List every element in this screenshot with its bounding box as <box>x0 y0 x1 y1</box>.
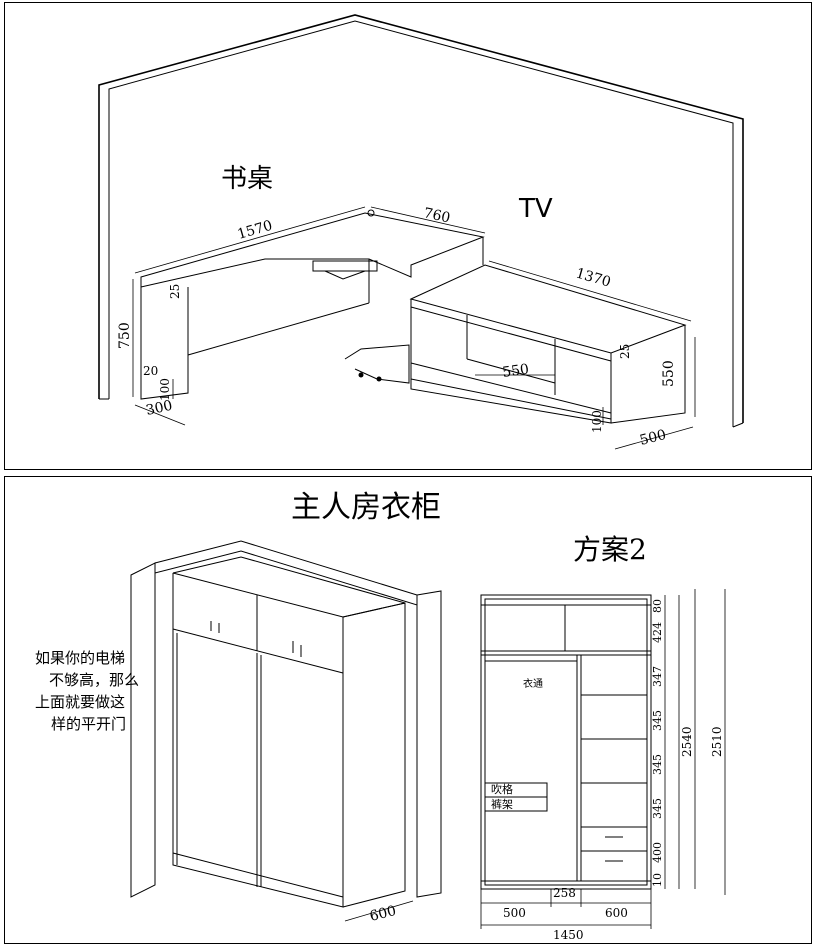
wardrobe-drawing-panel: 主人房衣柜 方案2 如果你的电梯 不够高，那么 上面就要做这 样的平开门 <box>4 476 812 944</box>
elevator-note: 如果你的电梯 不够高，那么 上面就要做这 样的平开门 <box>35 649 139 733</box>
dim-desk-top-thickness: 25 <box>168 284 182 299</box>
note-line-2: 不够高，那么 <box>49 671 139 689</box>
dim-total-1450: 1450 <box>553 928 584 942</box>
label-drawer-top: 吹格 <box>491 782 513 796</box>
dim-tv-depth: 500 <box>638 427 668 449</box>
tv-cabinet <box>409 237 687 424</box>
tv-label: TV <box>518 194 553 224</box>
dim-desk-height: 750 <box>117 322 133 349</box>
note-line-3: 上面就要做这 <box>35 693 125 711</box>
desk <box>140 209 485 400</box>
wardrobe-elevation: 衣通 吹格 裤架 80 424 347 345 345 345 400 10 2… <box>480 589 726 942</box>
note-line-1: 如果你的电梯 <box>35 649 125 667</box>
dim-inner-2540: 2540 <box>680 726 694 757</box>
label-hanging: 衣通 <box>523 677 543 690</box>
dim-row-345b: 345 <box>651 754 664 775</box>
dim-foot-100: 100 <box>158 378 172 401</box>
room-walls <box>98 14 744 428</box>
dim-row-345a: 345 <box>651 710 664 731</box>
dim-row-347: 347 <box>651 666 664 687</box>
desk-tv-drawing-panel: 书桌 TV 1570 760 1370 750 25 20 100 300 55… <box>4 2 812 470</box>
dim-tv-height: 550 <box>661 360 677 387</box>
dim-tv-base: 100 <box>590 410 604 433</box>
dimension-lines <box>132 206 696 450</box>
dim-desk-length: 1570 <box>236 218 275 243</box>
dim-depth: 600 <box>368 903 398 925</box>
dim-foot-20: 20 <box>143 364 158 378</box>
dim-row-345c: 345 <box>651 798 664 819</box>
wardrobe-drawing: 主人房衣柜 方案2 如果你的电梯 不够高，那么 上面就要做这 样的平开门 <box>35 490 726 942</box>
dim-desk-depth: 300 <box>145 398 174 419</box>
dim-outer-2510: 2510 <box>710 726 724 757</box>
dim-tv-top-thickness: 25 <box>618 344 632 359</box>
wardrobe-title: 主人房衣柜 <box>291 490 441 525</box>
desk-label: 书桌 <box>221 164 273 194</box>
label-shelf: 裤架 <box>491 797 513 811</box>
plan-label: 方案2 <box>573 533 647 566</box>
dim-row-400: 400 <box>651 842 664 863</box>
dim-tv-length: 1370 <box>574 265 613 290</box>
dim-shelf-width: 550 <box>501 361 530 381</box>
dim-base-10: 10 <box>651 873 664 887</box>
desk-tv-drawing: 书桌 TV 1570 760 1370 750 25 20 100 300 55… <box>98 14 744 450</box>
note-line-4: 样的平开门 <box>51 715 126 733</box>
dim-desk-return: 760 <box>422 205 451 226</box>
dim-top-80: 80 <box>651 599 664 613</box>
dim-width-258: 258 <box>553 886 576 900</box>
wardrobe-3d-view: 600 <box>130 540 442 925</box>
dim-width-600: 600 <box>605 906 628 920</box>
dim-top-424: 424 <box>651 622 664 643</box>
dim-width-500: 500 <box>503 906 526 920</box>
